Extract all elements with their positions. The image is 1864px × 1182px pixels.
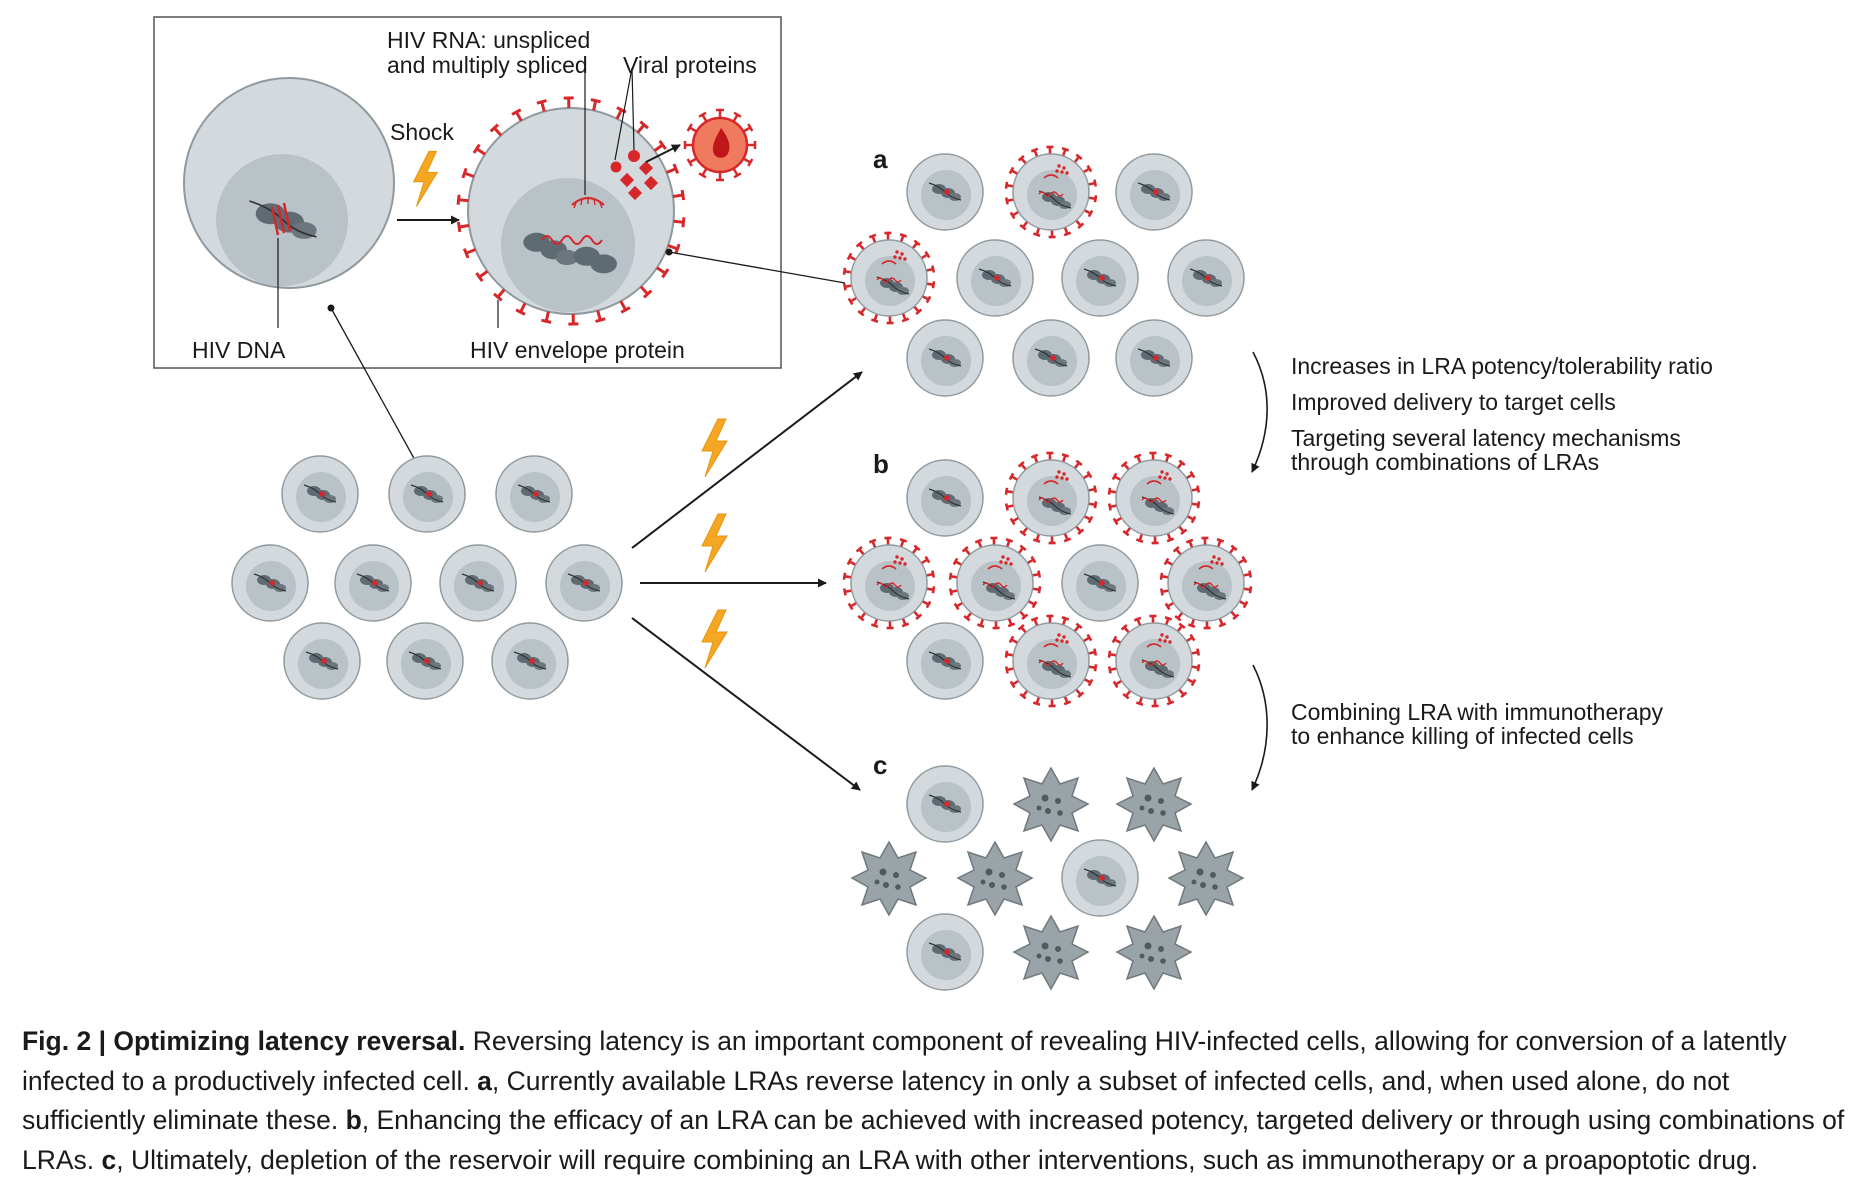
active-cell xyxy=(1107,614,1201,708)
note-ab-1: Increases in LRA potency/tolerability ra… xyxy=(1291,353,1713,379)
curved-arrow-b-to-c xyxy=(1251,664,1268,791)
latent-cell xyxy=(907,623,983,699)
dead-cell xyxy=(1013,767,1089,842)
hiv-rna-label-1: HIV RNA: unspliced xyxy=(387,27,590,53)
active-cell xyxy=(1004,145,1098,239)
active-cell xyxy=(1107,451,1201,545)
dead-cell xyxy=(957,841,1033,916)
latent-cell xyxy=(282,456,358,532)
figure-caption: Fig. 2 | Optimizing latency reversal. Re… xyxy=(22,1022,1847,1180)
caption-c-text: , Ultimately, depletion of the reservoir… xyxy=(116,1144,1759,1175)
note-ab-3: Targeting several latency mechanisms xyxy=(1291,425,1681,451)
dead-cell xyxy=(851,841,927,916)
latent-cell xyxy=(232,545,308,621)
panel-a-cells xyxy=(842,145,1244,396)
lightning-icon-b xyxy=(701,513,728,573)
latent-cell xyxy=(440,545,516,621)
hiv-rna-label-2: and multiply spliced xyxy=(387,52,588,78)
active-cell xyxy=(842,536,936,630)
panel-c-label: c xyxy=(873,750,887,780)
latent-cell xyxy=(387,623,463,699)
dead-cell xyxy=(1116,767,1192,842)
viral-proteins xyxy=(610,150,659,201)
latent-cell xyxy=(907,154,983,230)
curved-arrow-a-to-b xyxy=(1251,351,1268,473)
arrow-to-c xyxy=(631,617,861,791)
latent-cell xyxy=(335,545,411,621)
panel-b-cells xyxy=(842,451,1253,708)
inset-latent-cell xyxy=(183,77,395,289)
latent-cell xyxy=(1116,320,1192,396)
active-cell xyxy=(948,536,1042,630)
connector-lines xyxy=(330,251,846,463)
active-cell xyxy=(842,231,936,325)
lightning-icon-c xyxy=(701,609,728,669)
active-cell xyxy=(1004,451,1098,545)
latent-cell xyxy=(907,460,983,536)
latent-cell xyxy=(907,914,983,990)
caption-c-label: c xyxy=(101,1144,117,1175)
latent-cell xyxy=(907,766,983,842)
virion-release-arrow xyxy=(645,144,681,163)
latent-cell xyxy=(1013,320,1089,396)
latent-cell xyxy=(1062,840,1138,916)
caption-a-label: a xyxy=(477,1065,492,1096)
caption-intro: Reversing latency is an important compon… xyxy=(22,1026,1787,1096)
panel-b-label: b xyxy=(873,449,889,479)
latent-cell xyxy=(389,456,465,532)
latent-cell xyxy=(907,320,983,396)
latent-cell xyxy=(492,623,568,699)
arrow-to-a xyxy=(631,371,863,549)
hiv-dna-label: HIV DNA xyxy=(192,337,286,363)
latent-cell xyxy=(1062,545,1138,621)
note-bc-1: Combining LRA with immunotherapy xyxy=(1291,699,1664,725)
caption-label: Fig. 2 | Optimizing latency reversal. xyxy=(22,1026,466,1056)
latent-cell xyxy=(957,240,1033,316)
active-cell xyxy=(1004,614,1098,708)
viral-proteins-label: Viral proteins xyxy=(623,52,757,78)
latent-cell xyxy=(496,456,572,532)
inset-active-cell xyxy=(456,96,686,326)
caption-b-label: b xyxy=(345,1105,362,1135)
latent-cell xyxy=(1168,240,1244,316)
dead-cell xyxy=(1168,841,1244,916)
panel-c-cells xyxy=(851,766,1244,990)
caption-a-text: , Currently available LRAs reverse laten… xyxy=(22,1065,1730,1136)
dead-cell xyxy=(1013,915,1089,990)
caption-b-text: , Enhancing the efficacy of an LRA can b… xyxy=(22,1105,1845,1175)
dead-cell xyxy=(1116,915,1192,990)
envelope-label: HIV envelope protein xyxy=(470,337,685,363)
active-cell xyxy=(1159,536,1253,630)
note-bc-2: to enhance killing of infected cells xyxy=(1291,723,1634,749)
latent-cell xyxy=(284,623,360,699)
latent-cell xyxy=(1062,240,1138,316)
label-leaders xyxy=(277,67,635,328)
latent-cell xyxy=(1116,154,1192,230)
note-ab-4: through combinations of LRAs xyxy=(1291,449,1599,475)
lightning-icon-a xyxy=(701,418,728,478)
note-ab-2: Improved delivery to target cells xyxy=(1291,389,1616,415)
latent-cell-cluster xyxy=(232,456,622,699)
shock-label: Shock xyxy=(390,119,454,145)
virion xyxy=(683,108,757,182)
panel-a-label: a xyxy=(873,144,888,174)
latent-cell xyxy=(546,545,622,621)
latency-reversal-diagram: HIV RNA: unspliced and multiply spliced … xyxy=(153,16,1713,1010)
